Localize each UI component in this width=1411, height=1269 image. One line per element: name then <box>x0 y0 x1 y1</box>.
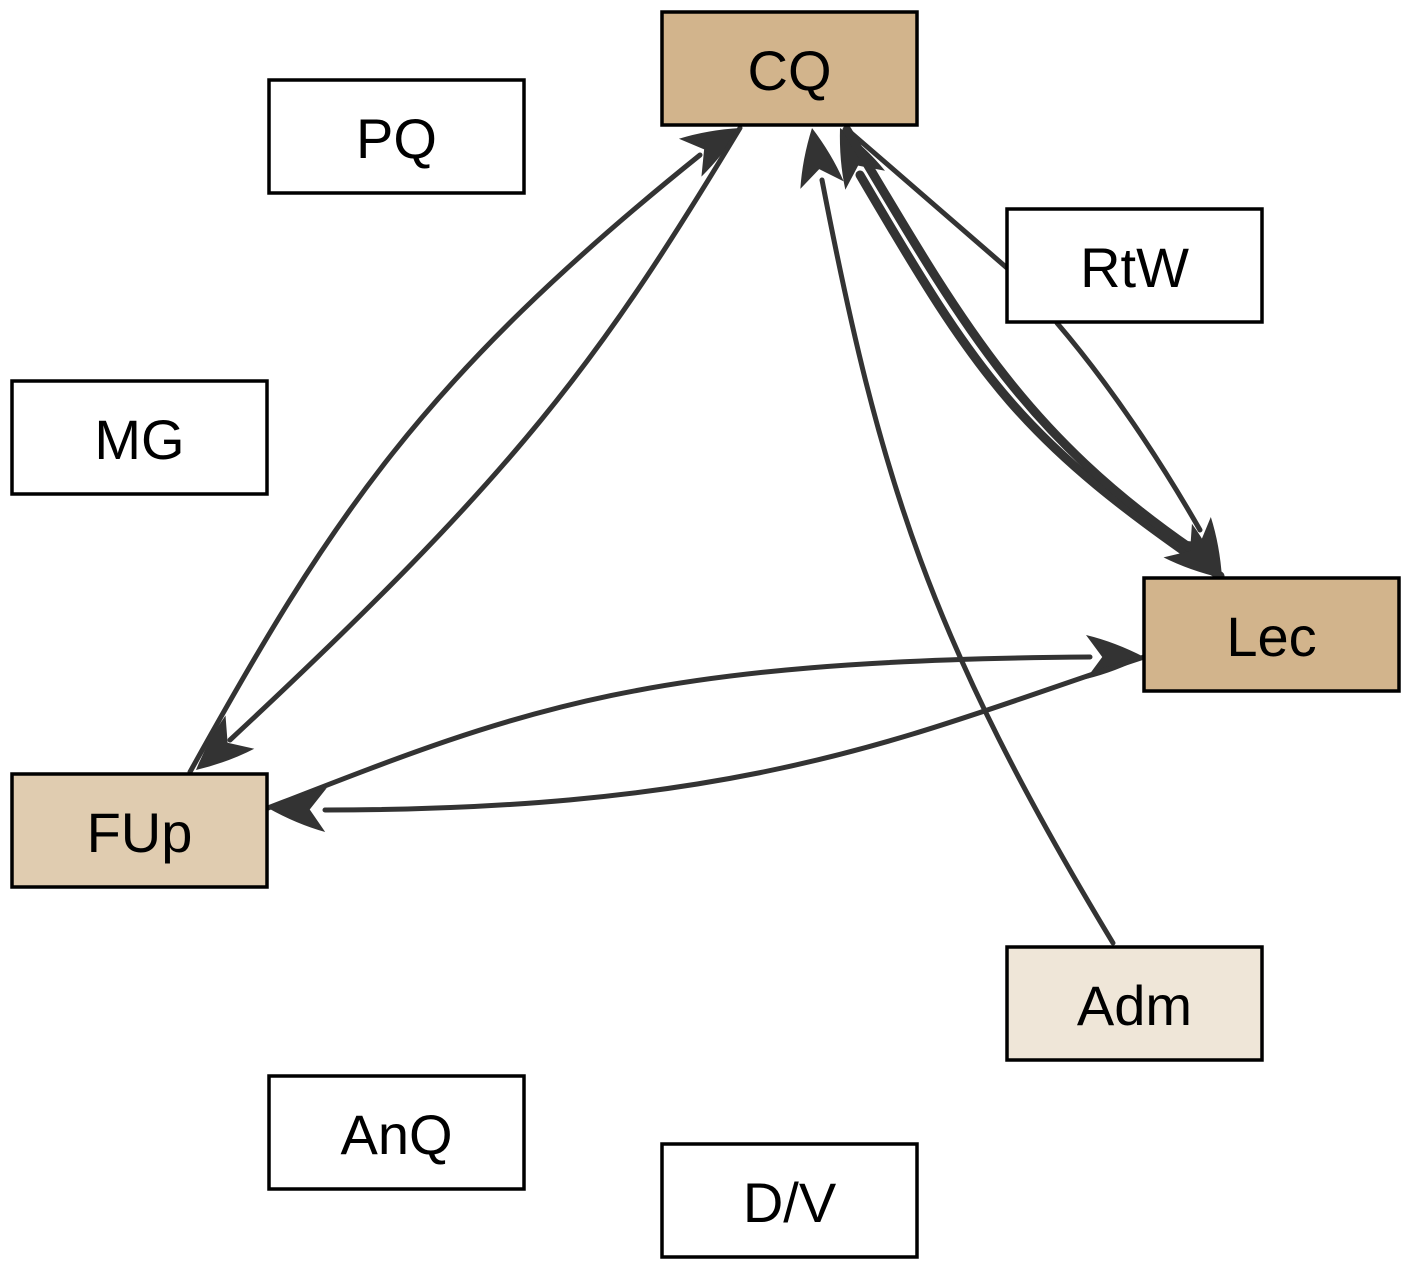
node-adm[interactable]: Adm <box>1005 945 1264 1062</box>
arrowhead-icon <box>1163 523 1222 578</box>
node-box <box>660 10 919 127</box>
arrowhead-icon <box>678 128 740 177</box>
node-label: AnQ <box>340 1103 452 1166</box>
node-label: CQ <box>748 39 832 102</box>
node-fup[interactable]: FUp <box>10 772 269 889</box>
node-box <box>267 78 526 195</box>
node-anq[interactable]: AnQ <box>267 1074 526 1191</box>
node-label: D/V <box>743 1171 837 1234</box>
arrowhead-icon <box>268 788 327 833</box>
node-label: FUp <box>87 801 193 864</box>
node-label: RtW <box>1080 236 1189 299</box>
edge-line <box>847 129 1010 271</box>
edge-rtw-to-cq <box>847 129 1010 271</box>
edge-fup-to-lec <box>265 635 1144 811</box>
node-box <box>1005 945 1264 1062</box>
edge-line <box>1054 320 1203 533</box>
edge-cq-to-lec <box>842 125 1222 578</box>
node-label: PQ <box>356 107 437 170</box>
edge-line <box>322 654 1147 813</box>
node-label: Adm <box>1077 974 1192 1037</box>
edge-line <box>819 177 1116 946</box>
node-box <box>660 1142 919 1259</box>
edge-line <box>842 125 1195 553</box>
edge-line <box>187 152 703 775</box>
node-label: Lec <box>1226 605 1316 668</box>
node-box <box>267 1074 526 1191</box>
edges-layer <box>187 125 1225 946</box>
node-box <box>10 772 269 889</box>
node-lec[interactable]: Lec <box>1142 576 1401 693</box>
arrowhead-icon <box>1086 635 1144 679</box>
node-mg[interactable]: MG <box>10 379 269 496</box>
node-pq[interactable]: PQ <box>267 78 526 195</box>
edge-cq-to-fup <box>196 125 743 770</box>
node-dv[interactable]: D/V <box>660 1142 919 1259</box>
edge-lec-to-cq <box>839 128 1225 581</box>
edge-lec-to-fup <box>268 654 1147 833</box>
node-cq[interactable]: CQ <box>660 10 919 127</box>
edge-line <box>855 170 1225 581</box>
edge-fup-to-cq <box>187 128 740 775</box>
edge-line <box>227 125 743 743</box>
node-box <box>10 379 269 496</box>
node-box <box>1005 207 1264 324</box>
node-box <box>1142 576 1401 693</box>
node-rtw[interactable]: RtW <box>1005 207 1264 324</box>
node-label: MG <box>94 408 184 471</box>
edge-line <box>265 654 1093 811</box>
edge-adm-to-cq <box>800 128 1116 946</box>
arrowhead-icon <box>196 715 255 770</box>
arrowhead-icon <box>800 128 844 189</box>
